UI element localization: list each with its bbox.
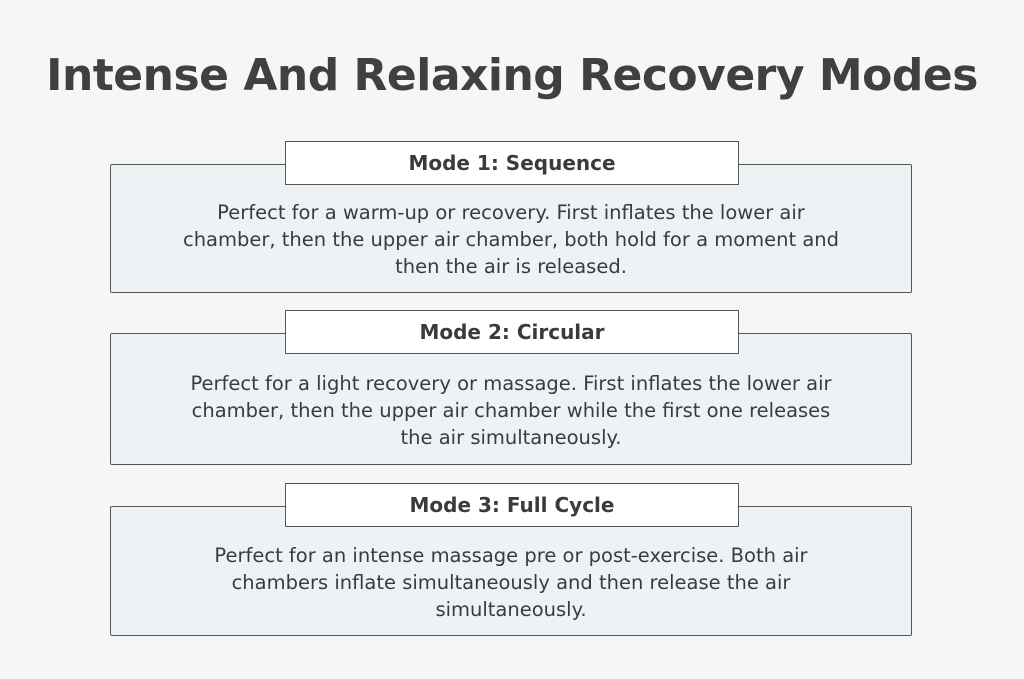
page-title: Intense And Relaxing Recovery Modes xyxy=(46,50,978,101)
mode-heading: Mode 3: Full Cycle xyxy=(285,483,739,527)
mode-description: Perfect for a light recovery or massage.… xyxy=(190,372,832,449)
mode-description: Perfect for a warm-up or recovery. First… xyxy=(182,201,840,278)
mode-description-box: Perfect for a light recovery or massage.… xyxy=(110,333,912,465)
mode-description-box: Perfect for a warm-up or recovery. First… xyxy=(110,164,912,293)
mode-heading: Mode 1: Sequence xyxy=(285,141,739,185)
mode-description: Perfect for an intense massage pre or po… xyxy=(214,544,808,621)
mode-description-box: Perfect for an intense massage pre or po… xyxy=(110,506,912,636)
mode-heading: Mode 2: Circular xyxy=(285,310,739,354)
